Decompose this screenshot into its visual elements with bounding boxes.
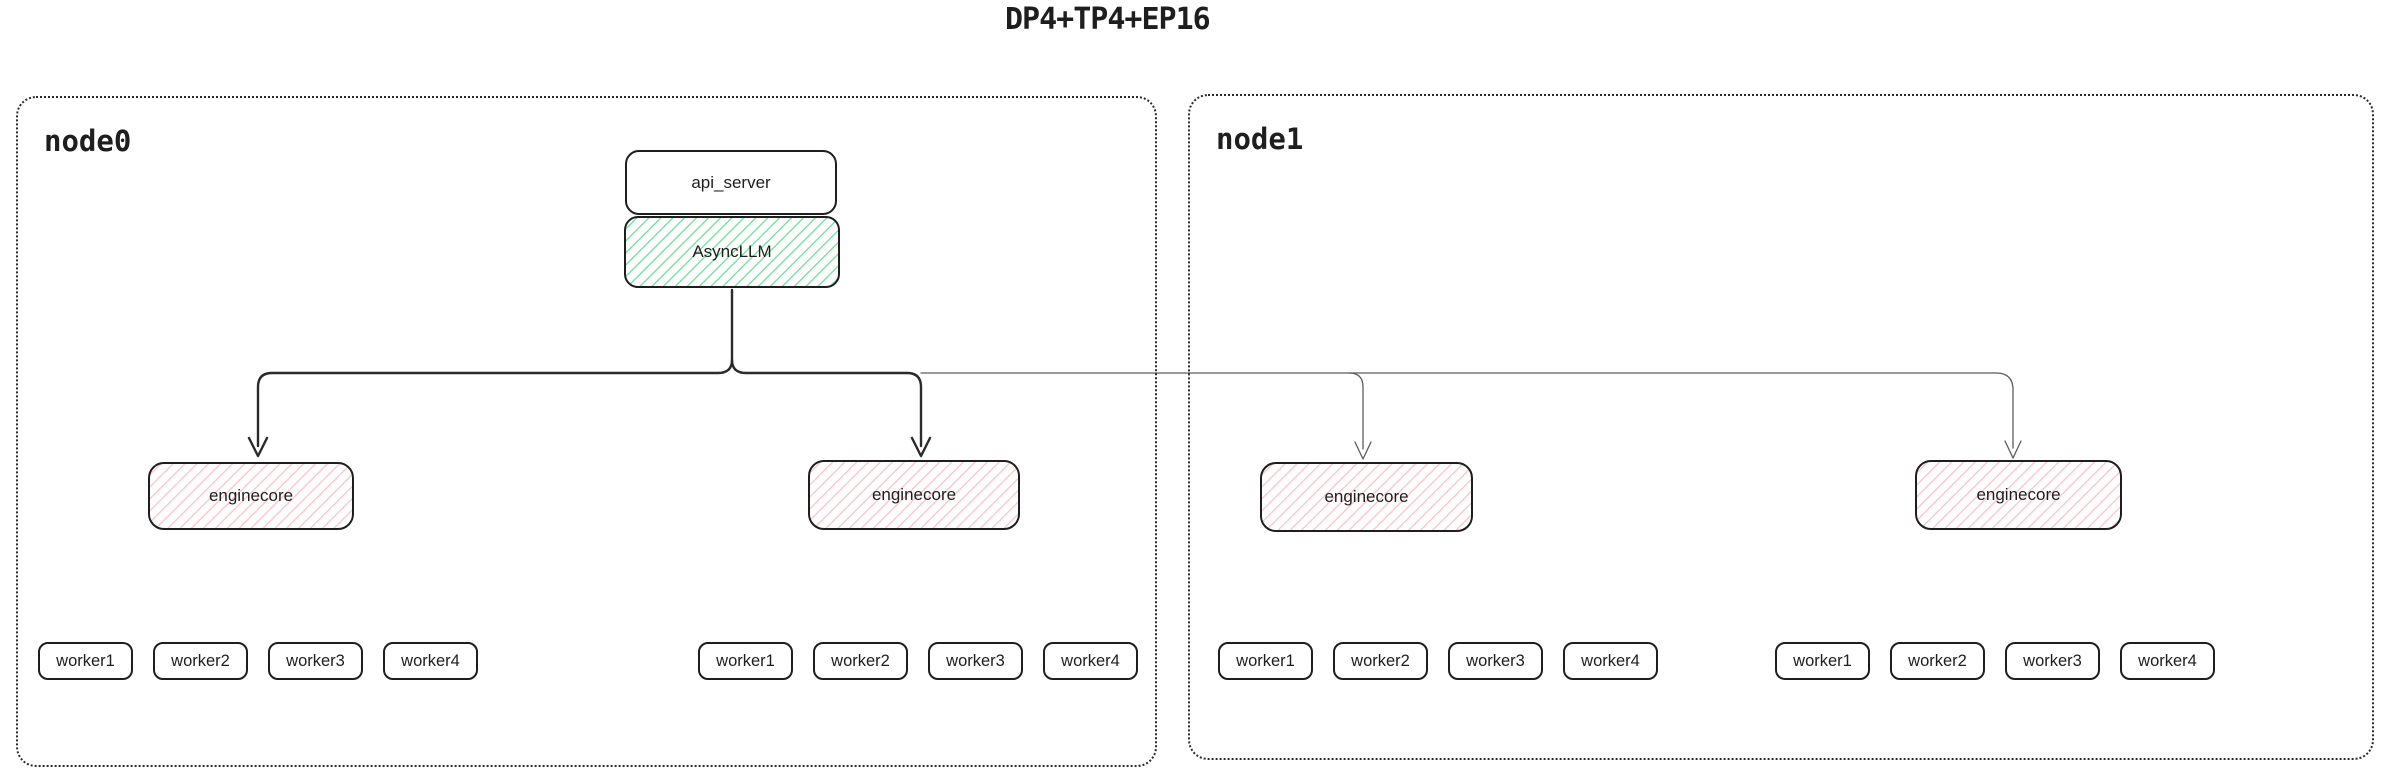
diagram-title: DP4+TP4+EP16 xyxy=(1005,2,1211,37)
worker-box: worker2 xyxy=(1890,642,1985,680)
worker-box: worker1 xyxy=(38,642,133,680)
worker-box: worker2 xyxy=(813,642,908,680)
enginecore-box-3: enginecore xyxy=(1260,462,1473,532)
worker-box: worker1 xyxy=(1218,642,1313,680)
enginecore-box-4: enginecore xyxy=(1915,460,2122,530)
api-server-box: api_server xyxy=(625,150,837,215)
node1-container: node1 xyxy=(1188,94,2374,760)
worker-group-1: worker1 worker2 worker3 worker4 xyxy=(38,642,478,680)
worker-box: worker3 xyxy=(1448,642,1543,680)
node0-container: node0 xyxy=(16,96,1157,767)
worker-box: worker4 xyxy=(2120,642,2215,680)
worker-box: worker3 xyxy=(2005,642,2100,680)
worker-box: worker2 xyxy=(153,642,248,680)
worker-box: worker3 xyxy=(268,642,363,680)
worker-box: worker3 xyxy=(928,642,1023,680)
node0-label: node0 xyxy=(44,124,132,158)
worker-group-4: worker1 worker2 worker3 worker4 xyxy=(1775,642,2215,680)
worker-box: worker4 xyxy=(1043,642,1138,680)
worker-box: worker1 xyxy=(1775,642,1870,680)
worker-box: worker1 xyxy=(698,642,793,680)
node1-label: node1 xyxy=(1216,122,1304,156)
worker-box: worker4 xyxy=(1563,642,1658,680)
worker-group-3: worker1 worker2 worker3 worker4 xyxy=(1218,642,1658,680)
worker-group-2: worker1 worker2 worker3 worker4 xyxy=(698,642,1138,680)
asyncllm-box: AsyncLLM xyxy=(624,216,840,288)
worker-box: worker4 xyxy=(383,642,478,680)
enginecore-box-1: enginecore xyxy=(148,462,354,530)
worker-box: worker2 xyxy=(1333,642,1428,680)
enginecore-box-2: enginecore xyxy=(808,460,1020,530)
